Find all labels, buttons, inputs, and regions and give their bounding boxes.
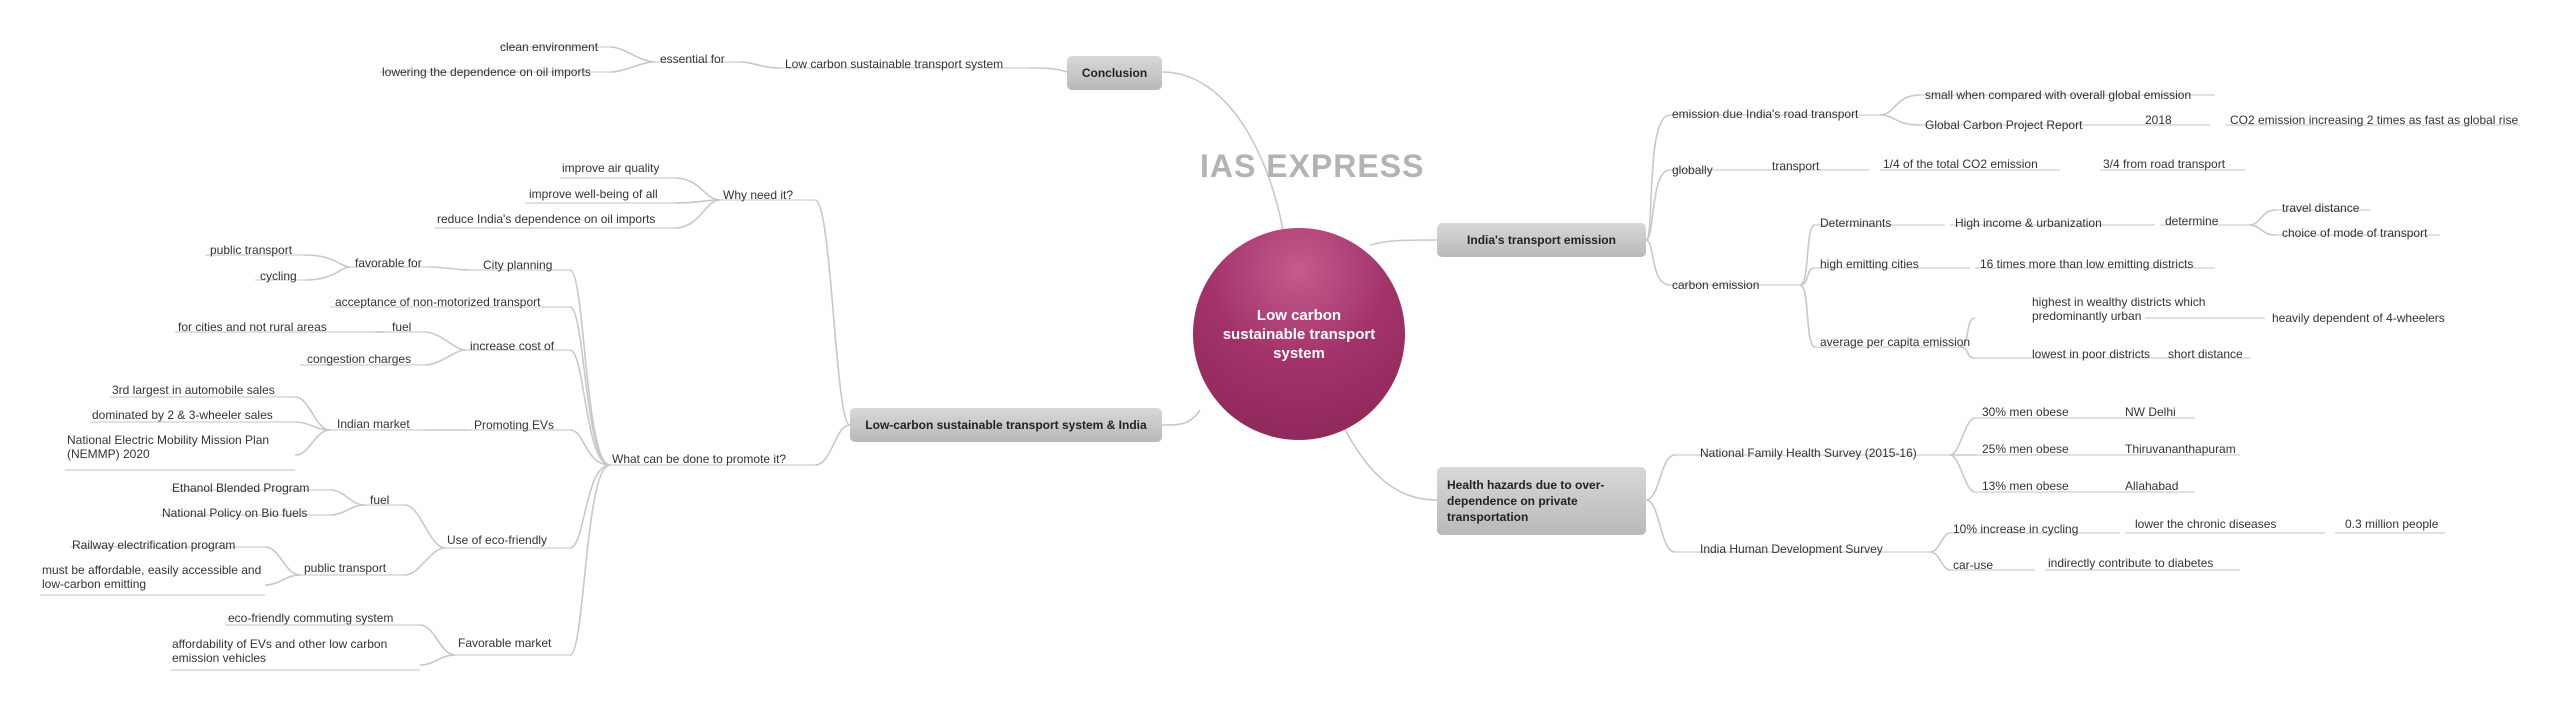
globally[interactable]: globally: [1672, 163, 1713, 177]
travel-distance[interactable]: travel distance: [2282, 201, 2360, 215]
cycling[interactable]: cycling: [260, 269, 297, 283]
small-emission[interactable]: small when compared with overall global …: [1925, 88, 2192, 102]
third-largest[interactable]: 3rd largest in automobile sales: [112, 383, 275, 397]
eco-commuting[interactable]: eco-friendly commuting system: [228, 611, 394, 625]
public-transport-2[interactable]: public transport: [304, 561, 387, 575]
topic-health-hazards[interactable]: Health hazards due to over-dependence on…: [1437, 467, 1646, 535]
determine[interactable]: determine: [2165, 214, 2219, 228]
million-people[interactable]: 0.3 million people: [2345, 517, 2439, 531]
essential-for[interactable]: essential for: [660, 52, 725, 66]
public-transport[interactable]: public transport: [210, 243, 293, 257]
road-emission[interactable]: emission due India's road transport: [1672, 107, 1859, 121]
fuel[interactable]: fuel: [392, 320, 412, 334]
obese-13[interactable]: 13% men obese: [1982, 479, 2069, 493]
cycling-increase[interactable]: 10% increase in cycling: [1953, 522, 2079, 536]
highest-wealthy[interactable]: highest in wealthy districts which predo…: [2032, 295, 2206, 323]
sixteen-times[interactable]: 16 times more than low emitting district…: [1980, 257, 2194, 271]
topic-india-transport-emission[interactable]: India's transport emission: [1437, 223, 1646, 257]
city-nw-delhi[interactable]: NW Delhi: [2125, 405, 2176, 419]
diabetes[interactable]: indirectly contribute to diabetes: [2048, 556, 2214, 570]
fuel-note[interactable]: for cities and not rural areas: [178, 320, 327, 334]
global-carbon-report[interactable]: Global Carbon Project Report: [1925, 118, 2083, 132]
avg-per-capita[interactable]: average per capita emission: [1820, 335, 1971, 349]
lower-chronic[interactable]: lower the chronic diseases: [2135, 517, 2277, 531]
road-share[interactable]: 3/4 from road transport: [2103, 157, 2226, 171]
use-eco-friendly[interactable]: Use of eco-friendly: [447, 533, 548, 547]
promoting-evs[interactable]: Promoting EVs: [474, 418, 555, 432]
short-distance[interactable]: short distance: [2168, 347, 2243, 361]
bio-fuels-policy[interactable]: National Policy on Bio fuels: [162, 506, 308, 520]
increase-cost[interactable]: increase cost of: [470, 339, 555, 353]
city-planning[interactable]: City planning: [483, 258, 553, 272]
affordable-transport[interactable]: must be affordable, easily accessible an…: [42, 563, 262, 591]
co2-increase[interactable]: CO2 emission increasing 2 times as fast …: [2230, 113, 2519, 127]
nemmp[interactable]: National Electric Mobility Mission Plan …: [67, 433, 270, 461]
congestion-charges[interactable]: congestion charges: [307, 352, 412, 366]
favorable-for[interactable]: favorable for: [355, 256, 422, 270]
nfhs[interactable]: National Family Health Survey (2015-16): [1700, 446, 1917, 460]
ihds[interactable]: India Human Development Survey: [1700, 542, 1883, 556]
heavily-dependent[interactable]: heavily dependent of 4-wheelers: [2272, 311, 2445, 325]
high-emitting-cities[interactable]: high emitting cities: [1820, 257, 1919, 271]
topic-india-low-carbon[interactable]: Low-carbon sustainable transport system …: [850, 408, 1162, 442]
obese-30[interactable]: 30% men obese: [1982, 405, 2069, 419]
topic-conclusion[interactable]: Conclusion: [1067, 56, 1162, 90]
affordability-evs[interactable]: affordability of EVs and other low carbo…: [172, 637, 388, 665]
dominated-2-3-wheelers[interactable]: dominated by 2 & 3-wheeler sales: [92, 408, 273, 422]
carbon-emission[interactable]: carbon emission: [1672, 278, 1760, 292]
why-need-it[interactable]: Why need it?: [723, 188, 794, 202]
fuel-2[interactable]: fuel: [370, 493, 390, 507]
reduce-oil-dependence[interactable]: reduce India's dependence on oil imports: [437, 212, 656, 226]
central-topic[interactable]: Low carbon sustainable transport system: [1193, 228, 1405, 440]
car-use[interactable]: car-use: [1953, 558, 1994, 572]
choice-of-mode[interactable]: choice of mode of transport: [2282, 226, 2428, 240]
ethanol-program[interactable]: Ethanol Blended Program: [172, 481, 310, 495]
quarter-co2[interactable]: 1/4 of the total CO2 emission: [1883, 157, 2038, 171]
acceptance-nmt[interactable]: acceptance of non-motorized transport: [335, 295, 541, 309]
year-2018[interactable]: 2018: [2145, 113, 2172, 127]
indian-market[interactable]: Indian market: [337, 417, 410, 431]
high-income[interactable]: High income & urbanization: [1955, 216, 2102, 230]
city-thiruvananthapuram[interactable]: Thiruvananthapuram: [2125, 442, 2236, 456]
clean-environment[interactable]: clean environment: [500, 40, 599, 54]
city-allahabad[interactable]: Allahabad: [2125, 479, 2179, 493]
lowest-poor[interactable]: lowest in poor districts: [2032, 347, 2151, 361]
favorable-market[interactable]: Favorable market: [458, 636, 552, 650]
transport[interactable]: transport: [1772, 159, 1820, 173]
railway-electrification[interactable]: Railway electrification program: [72, 538, 236, 552]
improve-air-quality[interactable]: improve air quality: [562, 161, 660, 175]
conclusion-child[interactable]: Low carbon sustainable transport system: [785, 57, 1004, 71]
obese-25[interactable]: 25% men obese: [1982, 442, 2069, 456]
watermark: IAS EXPRESS: [1200, 148, 1425, 184]
lowering-oil-imports[interactable]: lowering the dependence on oil imports: [382, 65, 591, 79]
determinants[interactable]: Determinants: [1820, 216, 1892, 230]
what-can-be-done[interactable]: What can be done to promote it?: [612, 452, 787, 466]
improve-well-being[interactable]: improve well-being of all: [529, 187, 658, 201]
